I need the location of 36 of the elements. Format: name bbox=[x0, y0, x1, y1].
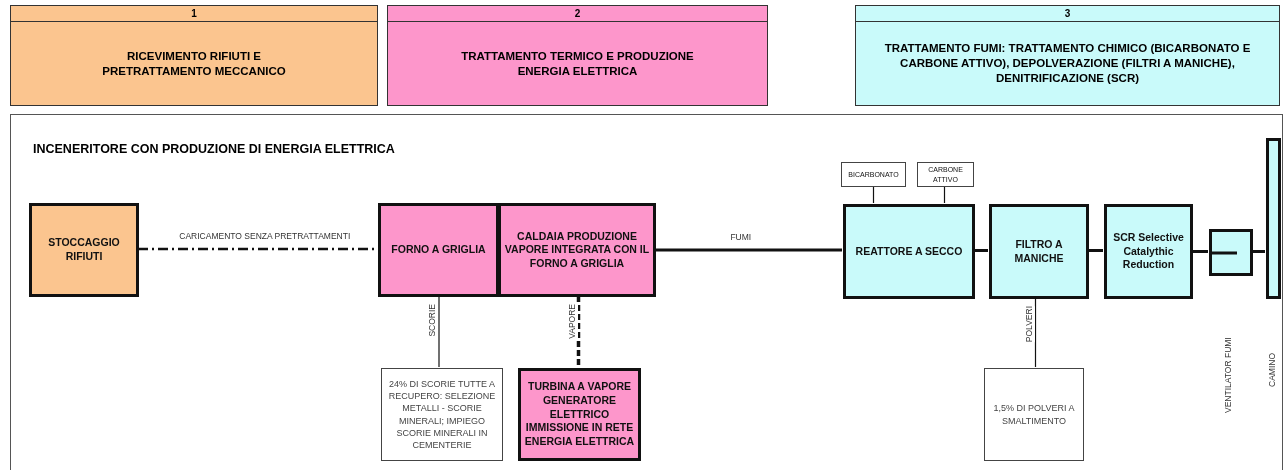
connector-line bbox=[974, 249, 988, 252]
phase-title: RICEVIMENTO RIFIUTI E PRETRATTAMENTO MECCANICO bbox=[101, 48, 287, 79]
process-box: REATTORE A SECCO bbox=[843, 204, 975, 299]
output-note-box: 1,5% DI POLVERI A SMALTIMENTO bbox=[984, 368, 1084, 461]
phase-header-box bbox=[855, 5, 1280, 106]
output-note-box: 24% DI SCORIE TUTTE A RECUPERO: SELEZIONE METALLI - SCORIE MINERALI; IMPIEGO SCORIE MINERALI IN CEMENTERIE bbox=[381, 368, 503, 461]
connector-line bbox=[1088, 249, 1103, 252]
connector-line bbox=[1034, 297, 1037, 368]
process-box: FILTRO A MANICHE bbox=[989, 204, 1089, 299]
process-box: TURBINA A VAPORE GENERATORE ELETTRICO IMMISSIONE IN RETE ENERGIA ELETTRICA bbox=[518, 368, 641, 461]
connector-line bbox=[1192, 250, 1208, 253]
phase-number: 3 bbox=[856, 6, 1279, 22]
edge-label: FUMI bbox=[729, 232, 753, 242]
connector-line bbox=[1252, 250, 1265, 253]
fan-box bbox=[1209, 229, 1253, 276]
phase-title: TRATTAMENTO FUMI: TRATTAMENTO CHIMICO (BICARBONATO E CARBONE ATTIVO), DEPOLVERAZIONE (FILTRI A MANICHE), DENITRIFICAZIONE (SCR) bbox=[883, 41, 1252, 86]
process-box: STOCCAGGIO RIFIUTI bbox=[29, 203, 139, 297]
process-box: CALDAIA PRODUZIONE VAPORE INTEGRATA CON IL FORNO A GRIGLIA bbox=[498, 203, 656, 297]
phase-number: 2 bbox=[388, 6, 767, 22]
side-label: VENTILATOR FUMI bbox=[1222, 336, 1234, 415]
connector-line bbox=[655, 248, 842, 252]
edge-label: SCORIE bbox=[426, 304, 438, 337]
phase-header-box bbox=[10, 5, 378, 106]
phase-number: 1 bbox=[11, 6, 377, 22]
process-box: FORNO A GRIGLIA bbox=[378, 203, 499, 297]
chimney-bar bbox=[1266, 138, 1281, 299]
dashed-connector bbox=[576, 296, 581, 367]
connector-line bbox=[438, 295, 440, 368]
side-label: CAMINO bbox=[1266, 352, 1278, 389]
phase-title: TRATTAMENTO TERMICO E PRODUZIONE ENERGIA ELETTRICA bbox=[460, 48, 695, 79]
dashed-connector bbox=[138, 247, 377, 251]
process-box: SCR Selective Catalythic Reduction bbox=[1104, 204, 1193, 299]
panel-title: INCENERITORE CON PRODUZIONE DI ENERGIA ELETTRICA bbox=[33, 142, 395, 156]
phase-header-box bbox=[387, 5, 768, 106]
diagram-panel bbox=[10, 114, 1283, 470]
edge-label: CARICAMENTO SENZA PRETRATTAMENTI bbox=[178, 231, 352, 241]
